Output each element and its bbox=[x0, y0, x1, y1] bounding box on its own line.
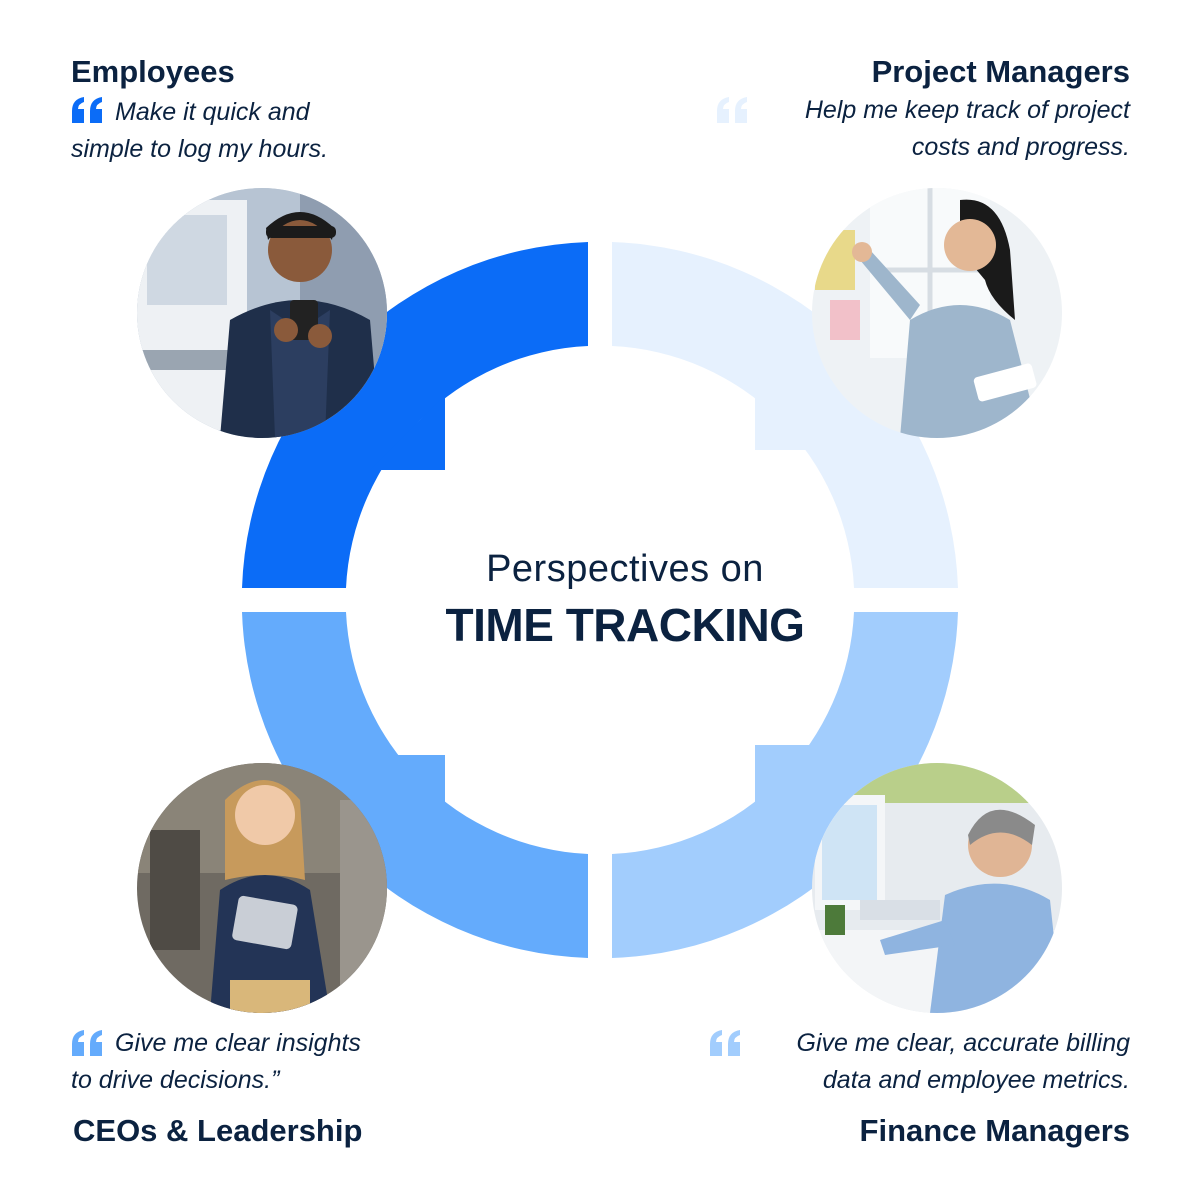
quote-finance-managers-line2: data and employee metrics. bbox=[822, 1066, 1130, 1094]
quote-ceos-line1: Give me clear insights bbox=[115, 1029, 361, 1057]
arrow-notch-top-left bbox=[370, 395, 445, 470]
quote-project-managers-line2: costs and progress. bbox=[911, 133, 1130, 161]
quote-icon-employees bbox=[72, 97, 102, 123]
quote-finance-managers-line1: Give me clear, accurate billing bbox=[796, 1029, 1130, 1057]
center-subtitle: Perspectives on bbox=[486, 548, 764, 590]
project-manager-photo bbox=[812, 188, 1062, 438]
quote-project-managers-line1: Help me keep track of project bbox=[804, 96, 1130, 124]
quote-icon-ceos bbox=[72, 1030, 102, 1056]
center-title: TIME TRACKING bbox=[445, 599, 805, 651]
heading-ceos: CEOs & Leadership bbox=[73, 1113, 363, 1148]
heading-employees: Employees bbox=[71, 54, 235, 89]
finance-manager-photo bbox=[812, 763, 1062, 1013]
employee-photo bbox=[137, 188, 387, 438]
ceo-photo bbox=[137, 763, 387, 1013]
heading-project-managers: Project Managers bbox=[871, 54, 1130, 89]
ring-segment-employees bbox=[242, 242, 588, 588]
arrow-notch-bottom-right bbox=[755, 745, 830, 820]
arrow-notch-top-right bbox=[755, 375, 825, 450]
arrow-notch-bottom-left bbox=[375, 755, 445, 825]
quote-employees-line1: Make it quick and bbox=[115, 98, 310, 126]
quote-ceos-line2: to drive decisions.” bbox=[71, 1066, 280, 1094]
quote-icon-project-managers bbox=[717, 97, 747, 123]
quote-employees-line2: simple to log my hours. bbox=[71, 135, 329, 163]
quote-icon-finance-managers bbox=[710, 1030, 740, 1056]
heading-finance-managers: Finance Managers bbox=[859, 1113, 1130, 1148]
